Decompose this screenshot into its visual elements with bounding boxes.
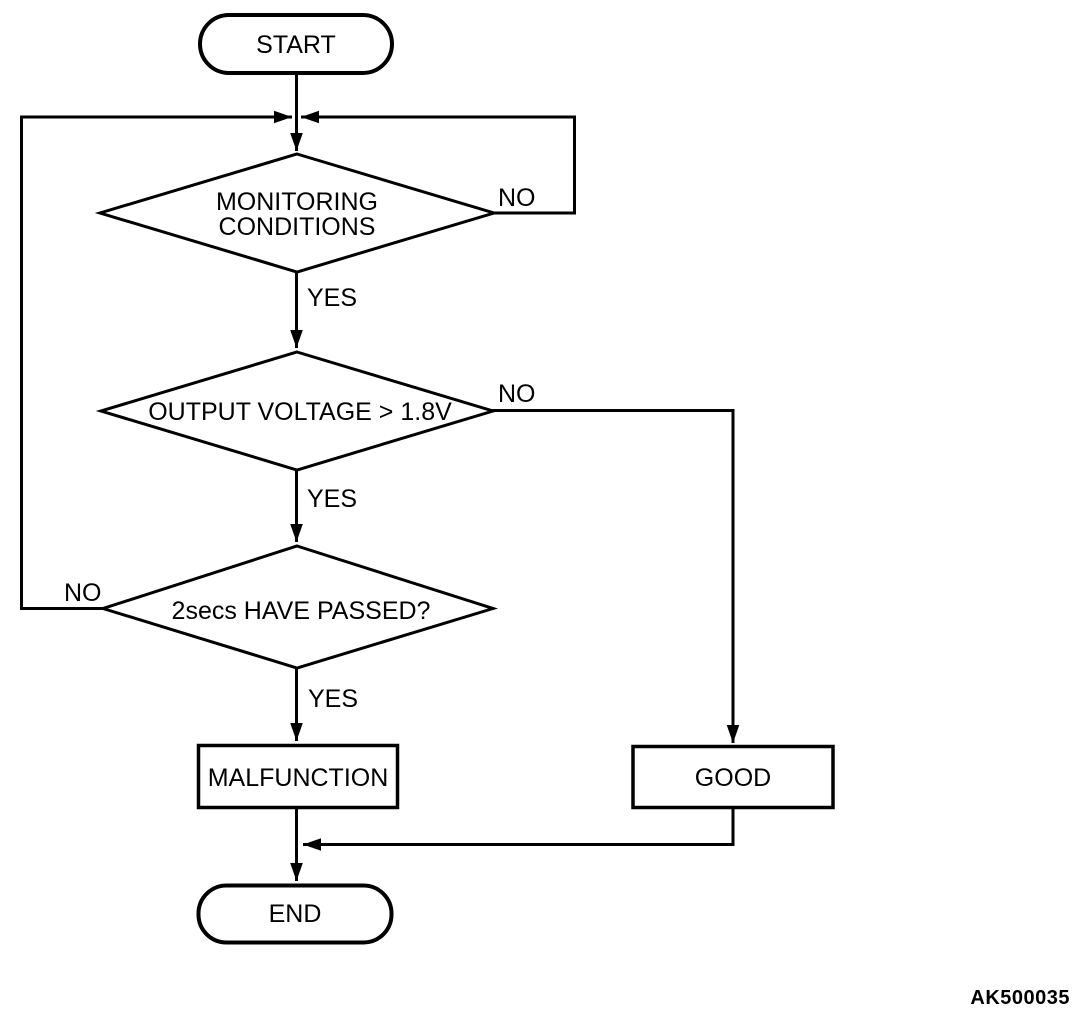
- monitoring-yes-label: YES: [307, 284, 357, 312]
- edge-passed-no-loop: [20, 110, 292, 610]
- process-malfunction: [196, 743, 400, 810]
- edge-monitoring-no-loop: [301, 110, 576, 215]
- process-good: [631, 744, 835, 810]
- good-label: GOOD: [695, 764, 771, 792]
- decision-monitoring-conditions: [94, 152, 500, 274]
- end-terminator: [196, 883, 394, 945]
- edge-voltage-no: [492, 409, 740, 743]
- monitoring-label-line2: CONDITIONS: [219, 213, 376, 241]
- voltage-yes-label: YES: [307, 485, 357, 513]
- figure-code: AK500035: [970, 987, 1070, 1009]
- end-label: END: [269, 900, 322, 928]
- passed-no-label: NO: [64, 579, 102, 607]
- decision-2secs-passed: [97, 544, 499, 670]
- malfunction-label: MALFUNCTION: [208, 764, 389, 792]
- start-label: START: [256, 31, 336, 59]
- voltage-no-label: NO: [498, 380, 536, 408]
- passed-yes-label: YES: [308, 685, 358, 713]
- monitoring-no-label: NO: [498, 184, 536, 212]
- start-terminator: [198, 13, 394, 75]
- edge-good-merge: [303, 808, 735, 851]
- monitoring-label-line1: MONITORING: [216, 188, 378, 216]
- voltage-label: OUTPUT VOLTAGE > 1.8V: [148, 398, 452, 426]
- passed-label: 2secs HAVE PASSED?: [172, 597, 431, 625]
- decision-output-voltage: [95, 350, 499, 472]
